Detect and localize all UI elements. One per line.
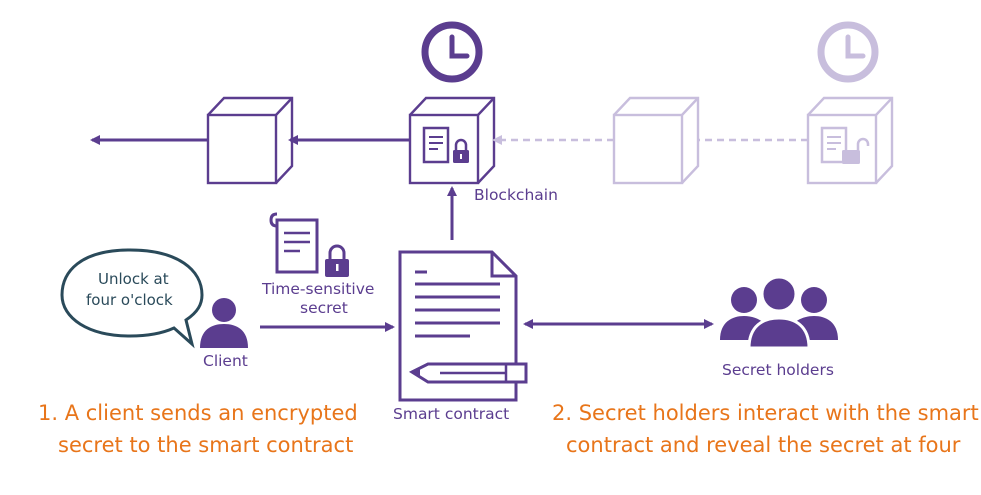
time-sensitive-label-line2: secret: [300, 299, 348, 317]
bubble-text-line2: four o'clock: [86, 291, 173, 309]
smart-contract-label: Smart contract: [393, 405, 509, 423]
person-icon: [200, 298, 248, 348]
document-with-pen-icon: [398, 250, 528, 402]
block-current: [408, 96, 496, 185]
locked-scroll-icon: [422, 126, 469, 164]
block-unlocked: [806, 96, 894, 185]
client-label: Client: [203, 352, 248, 370]
blockchain-label: Blockchain: [474, 186, 558, 204]
block-previous: [206, 96, 294, 185]
bubble: [60, 248, 204, 349]
secret-holders-label: Secret holders: [722, 361, 834, 379]
clock-icon: [421, 21, 483, 83]
step2-caption-line2: contract and reveal the secret at four: [566, 433, 961, 457]
group-icon: [720, 275, 838, 350]
bubble-text-line1: Unlock at: [98, 270, 169, 288]
unlocked-scroll-icon: [820, 126, 870, 164]
step1-caption-line2: secret to the smart contract: [58, 433, 353, 457]
locked-scroll-icon: [269, 212, 349, 277]
block-future: [612, 96, 700, 185]
step2-caption-line1: 2. Secret holders interact with the smar…: [552, 401, 979, 425]
time-sensitive-label-line1: Time-sensitive: [261, 280, 374, 298]
step1-caption-line1: 1. A client sends an encrypted: [38, 401, 358, 425]
clock-icon: [817, 21, 879, 83]
